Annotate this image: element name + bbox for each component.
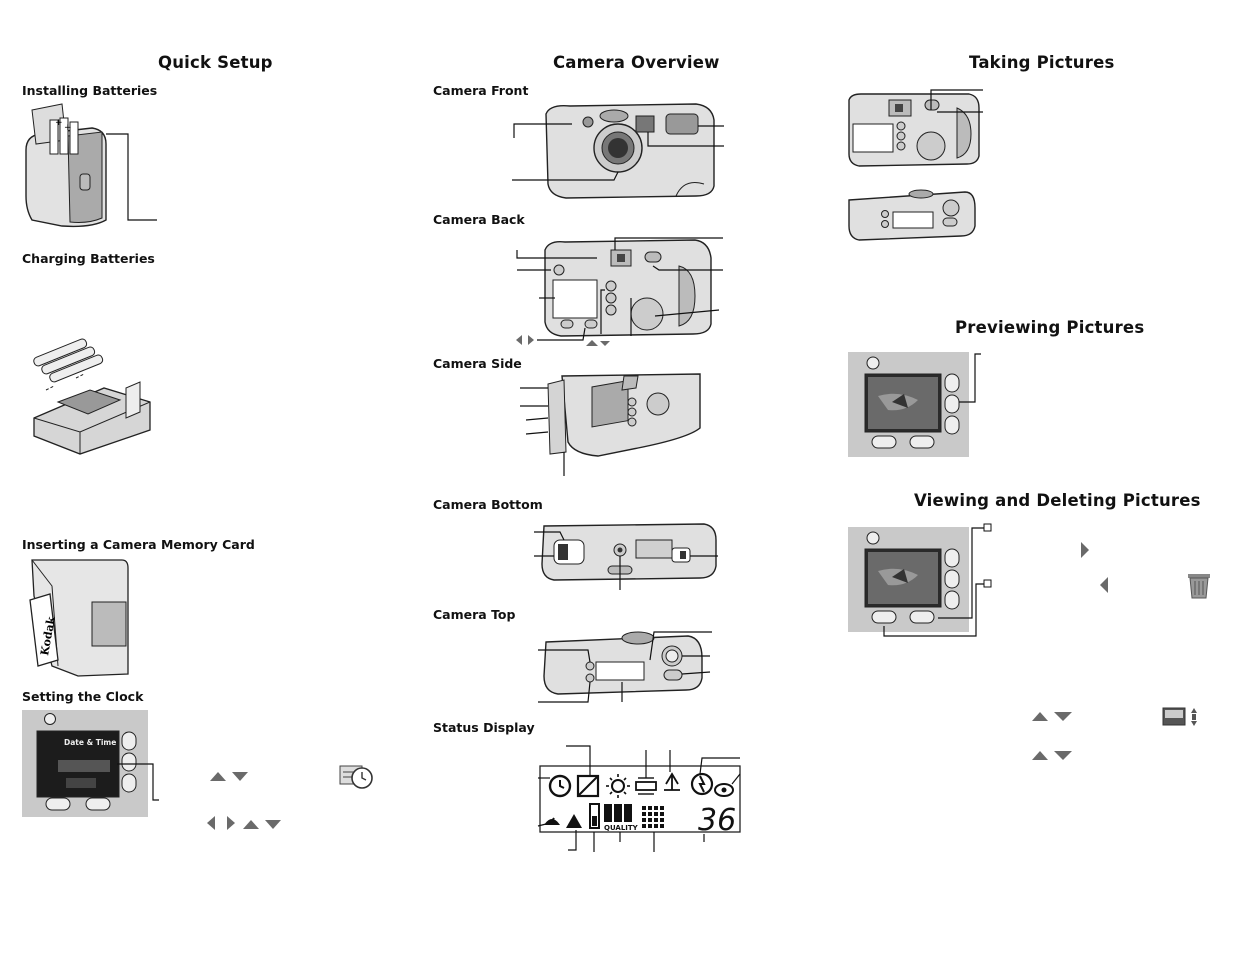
camera-side-illustration xyxy=(518,372,708,478)
battery-charger-illustration xyxy=(30,332,160,458)
left-right-up-down-arrows-icon xyxy=(207,816,281,830)
view-delete-lcd-panel xyxy=(848,527,969,632)
status-display-heading: Status Display xyxy=(433,720,535,735)
inserting-card-heading: Inserting a Camera Memory Card xyxy=(22,537,255,552)
viewing-deleting-title: Viewing and Deleting Pictures xyxy=(914,491,1201,510)
camera-top-illustration xyxy=(538,628,714,704)
up-down-arrows-icon-2 xyxy=(1032,712,1072,721)
preview-lcd-panel xyxy=(848,352,969,457)
battery-install-illustration: + + xyxy=(22,100,162,230)
previewing-pictures-title: Previewing Pictures xyxy=(955,318,1145,337)
memory-card-illustration: Kodak xyxy=(22,556,132,680)
up-down-arrows-icon-3 xyxy=(1032,751,1072,760)
installing-batteries-heading: Installing Batteries xyxy=(22,83,158,98)
clock-screen-title: Date & Time xyxy=(64,738,116,747)
camera-front-illustration xyxy=(510,100,726,204)
picture-count: 36 xyxy=(698,803,736,838)
camera-bottom-illustration xyxy=(532,518,722,592)
camera-back-heading: Camera Back xyxy=(433,212,525,227)
up-down-arrows-icon xyxy=(210,772,248,781)
taking-pictures-top-illustration xyxy=(845,186,985,244)
taking-pictures-title: Taking Pictures xyxy=(969,53,1115,72)
preview-callout-line xyxy=(959,353,981,403)
quality-label: QUALITY xyxy=(604,824,639,832)
charging-batteries-heading: Charging Batteries xyxy=(22,251,155,266)
svg-text:+: + xyxy=(64,123,72,133)
right-arrow-icon xyxy=(1081,542,1089,558)
camera-front-heading: Camera Front xyxy=(433,83,529,98)
picture-scroll-icon xyxy=(1162,707,1197,726)
setting-clock-heading: Setting the Clock xyxy=(22,689,144,704)
taking-pictures-back-illustration xyxy=(845,86,985,170)
left-arrow-icon xyxy=(1100,577,1108,593)
camera-top-heading: Camera Top xyxy=(433,607,516,622)
view-delete-callout-lines xyxy=(883,523,992,637)
camera-overview-title: Camera Overview xyxy=(553,53,720,72)
quick-setup-title: Quick Setup xyxy=(158,53,273,72)
camera-back-illustration xyxy=(515,236,725,352)
camera-bottom-heading: Camera Bottom xyxy=(433,497,543,512)
status-display-illustration: QUALITY 36 xyxy=(536,744,746,856)
trash-icon xyxy=(1188,574,1210,599)
camera-side-heading: Camera Side xyxy=(433,356,522,371)
clock-callout-line xyxy=(117,763,159,801)
svg-text:+: + xyxy=(55,118,63,128)
back-arrow-buttons-icon xyxy=(516,335,610,346)
clock-setup-icon xyxy=(339,765,373,789)
